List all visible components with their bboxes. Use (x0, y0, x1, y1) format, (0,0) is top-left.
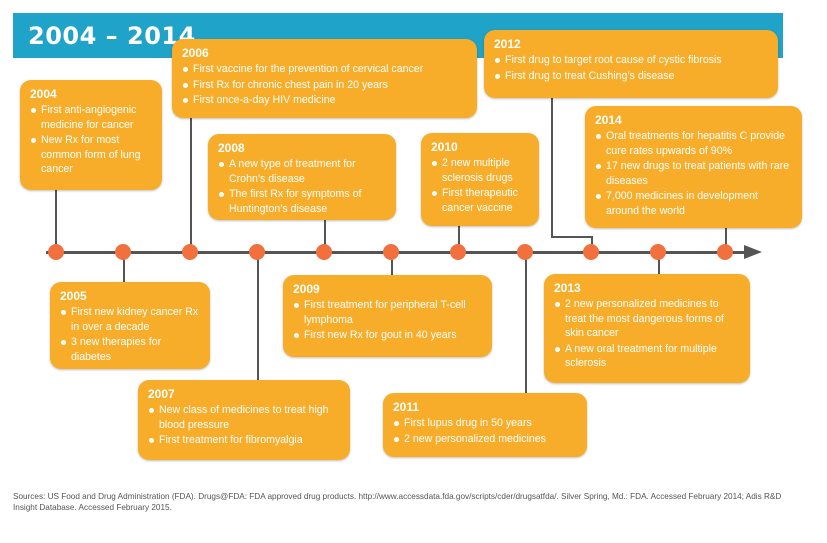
connector-2011 (525, 253, 527, 393)
card-item: First drug to target root cause of cysti… (494, 53, 768, 68)
timeline-dot-2007 (249, 244, 265, 260)
card-year: 2005 (60, 289, 87, 303)
milestone-card-2012: 2012 First drug to target root cause of … (484, 30, 778, 98)
timeline-dot-2014 (717, 244, 733, 260)
milestone-card-2014: 2014 Oral treatments for hepatitis C pro… (585, 106, 802, 228)
card-year: 2006 (182, 46, 209, 60)
arrow-head-icon (744, 245, 762, 259)
timeline-dot-2005 (115, 244, 131, 260)
connector-2012-horizontal (551, 236, 592, 238)
connector-2005 (123, 253, 125, 283)
timeline-dot-2013 (650, 244, 666, 260)
card-item: First drug to treat Cushing’s disease (494, 69, 768, 84)
card-item: First treatment for fibromyalgia (148, 433, 340, 448)
milestone-card-2011: 2011 First lupus drug in 50 years 2 new … (383, 393, 587, 457)
card-item: First new kidney cancer Rx in over a dec… (60, 305, 200, 334)
card-year: 2014 (595, 113, 622, 127)
sources-note: Sources: US Food and Drug Administration… (13, 492, 782, 512)
card-item: First Rx for chronic chest pain in 20 ye… (182, 78, 467, 93)
card-item: New Rx for most common form of lung canc… (30, 133, 152, 177)
timeline-dot-2004 (48, 244, 64, 260)
card-item: First therapeutic cancer vaccine (431, 186, 529, 215)
connector-2006 (190, 118, 192, 252)
card-item: 3 new therapies for diabetes (60, 335, 200, 364)
milestone-card-2007: 2007 New class of medicines to treat hig… (138, 380, 350, 460)
card-year: 2009 (293, 282, 320, 296)
card-item: 17 new drugs to treat patients with rare… (595, 159, 792, 188)
card-item: First new Rx for gout in 40 years (293, 328, 482, 343)
card-year: 2012 (494, 37, 521, 51)
connector-2008 (324, 220, 326, 252)
card-item: 2 new personalized medicines (393, 432, 577, 447)
card-item: A new type of treatment for Crohn’s dise… (218, 157, 386, 186)
card-year: 2011 (393, 400, 420, 414)
card-item: 7,000 medicines in development around th… (595, 189, 792, 218)
card-item: First anti-angiogenic medicine for cance… (30, 103, 152, 132)
card-item: First vaccine for the prevention of cerv… (182, 62, 467, 77)
card-item: Oral treatments for hepatitis C provide … (595, 129, 792, 158)
milestone-card-2009: 2009 First treatment for peripheral T-ce… (283, 275, 492, 357)
milestone-card-2005: 2005 First new kidney cancer Rx in over … (50, 282, 210, 369)
card-item: First once-a-day HIV medicine (182, 93, 467, 108)
card-item: The first Rx for symptoms of Huntington’… (218, 187, 386, 216)
card-item: First lupus drug in 50 years (393, 416, 577, 431)
card-item: 2 new personalized medicines to treat th… (554, 297, 740, 341)
connector-2007 (257, 253, 259, 380)
milestone-card-2006: 2006 First vaccine for the prevention of… (172, 39, 477, 118)
connector-2009 (391, 253, 393, 275)
timeline-dot-2011 (517, 244, 533, 260)
connector-2014 (725, 228, 727, 252)
card-year: 2010 (431, 140, 458, 154)
connector-2004 (55, 190, 57, 252)
card-item: First treatment for peripheral T-cell ly… (293, 298, 482, 327)
timeline-dot-2012 (583, 244, 599, 260)
connector-2013 (658, 253, 660, 274)
card-item: 2 new multiple sclerosis drugs (431, 156, 529, 185)
card-item: A new oral treatment for multiple sclero… (554, 342, 740, 371)
card-year: 2008 (218, 141, 245, 155)
card-item: New class of medicines to treat high blo… (148, 403, 340, 432)
card-year: 2007 (148, 387, 175, 401)
card-year: 2004 (30, 87, 57, 101)
milestone-card-2008: 2008 A new type of treatment for Crohn’s… (208, 134, 396, 220)
milestone-card-2010: 2010 2 new multiple sclerosis drugs Firs… (421, 133, 539, 226)
connector-2010 (458, 226, 460, 252)
timeline-dot-2009 (383, 244, 399, 260)
connector-2012-vertical (551, 98, 553, 237)
timeline-dot-2008 (316, 244, 332, 260)
timeline-dot-2006 (182, 244, 198, 260)
timeline-dot-2010 (450, 244, 466, 260)
milestone-card-2013: 2013 2 new personalized medicines to tre… (544, 274, 750, 383)
milestone-card-2004: 2004 First anti-angiogenic medicine for … (20, 80, 162, 190)
card-year: 2013 (554, 281, 581, 295)
timeline-title: 2004 – 2014 (28, 22, 196, 50)
